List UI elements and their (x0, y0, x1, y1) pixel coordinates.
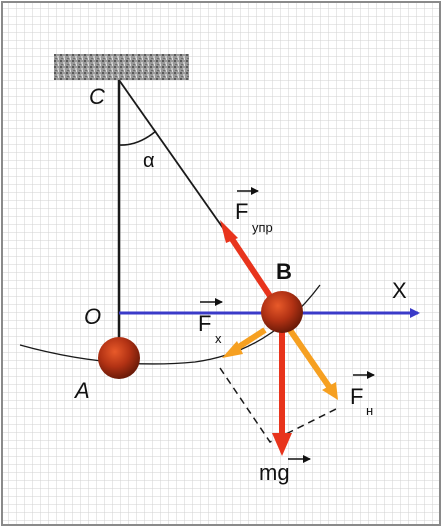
label-point-c: C (89, 84, 105, 109)
gravity-force-arrowhead (272, 433, 292, 456)
normal-component-arrowhead (322, 382, 338, 400)
tension-force-arrowhead (220, 220, 238, 243)
label-mg: mg (259, 460, 290, 485)
ball-position-a (98, 337, 140, 379)
label-point-a: A (73, 378, 90, 403)
label-axis-x: X (392, 278, 407, 303)
normal-component-arrow (287, 328, 333, 390)
resultant-force-arrowhead (222, 341, 243, 358)
label-f-n: F (350, 384, 363, 409)
ceiling-support (54, 54, 189, 80)
label-angle-alpha: α (143, 150, 155, 172)
label-point-b: B (276, 259, 292, 284)
ball-position-b (261, 291, 303, 333)
label-point-o: O (84, 304, 101, 329)
tension-force-arrow (225, 231, 273, 298)
force-parallelogram (219, 367, 339, 443)
label-f-x: F (198, 311, 211, 336)
angle-arc (118, 130, 157, 146)
label-f-n-subscript: н (366, 403, 373, 418)
label-f-upr-subscript: упр (252, 220, 273, 235)
label-f-x-subscript: x (215, 331, 222, 346)
label-f-upr: F (235, 199, 248, 224)
